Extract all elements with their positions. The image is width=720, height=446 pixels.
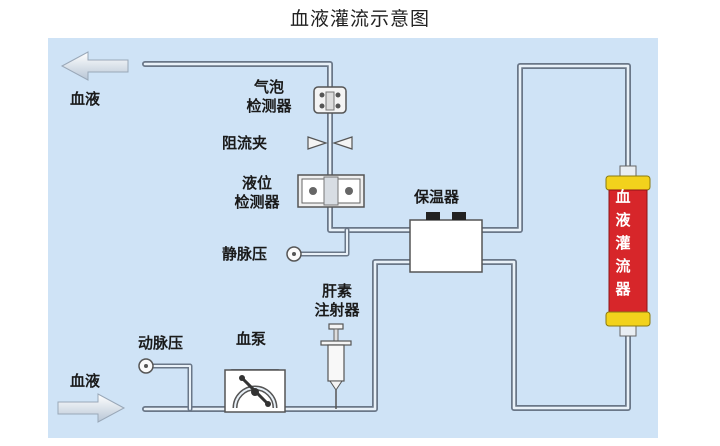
warmer-device (409, 212, 483, 273)
arterial-pressure-label: 动脉压 (138, 334, 184, 352)
blood-out-arrow (60, 51, 129, 81)
warmer-label: 保温器 (414, 188, 460, 206)
perfusor-to-warmer-line (479, 259, 631, 411)
bubble-detector-device (313, 86, 347, 114)
blood-pump-device (224, 369, 286, 413)
bubble-detector-label: 气泡 检测器 (246, 78, 292, 115)
flow-clamp-device (307, 136, 353, 150)
venous-line (142, 61, 413, 233)
blood-in-label: 血液 (70, 372, 101, 390)
venous-pressure-label: 静脉压 (222, 245, 268, 263)
perfusor-column (605, 165, 651, 337)
level-detector-label: 液位 检测器 (234, 174, 280, 211)
perfusor-label: 血 液 灌 流 器 (615, 188, 631, 298)
heparin-syringe-label: 肝素 注射器 (314, 282, 360, 319)
arterial-pressure-branch (149, 363, 193, 412)
heparin-syringe-device (320, 323, 352, 409)
diagram-title: 血液灌流示意图 (289, 8, 430, 30)
level-detector-device (297, 174, 365, 208)
clamp-label: 阻流夹 (222, 134, 268, 152)
blood-pump-label: 血泵 (236, 330, 267, 348)
warmer-to-perfusor-line (479, 63, 631, 233)
blood-in-arrow (57, 393, 126, 423)
venous-pressure-branch (297, 227, 350, 257)
blood-out-label: 血液 (70, 90, 101, 108)
